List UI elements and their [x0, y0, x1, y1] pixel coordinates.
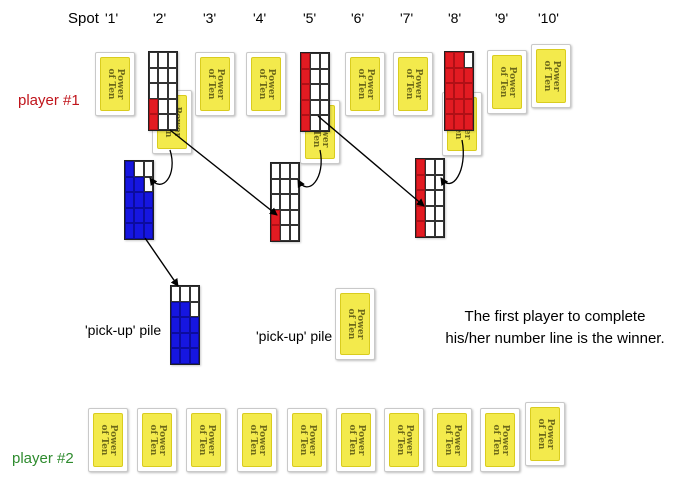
p1-grid-spot-8[interactable] [444, 51, 474, 131]
spot-label-6: '6' [351, 10, 365, 26]
p1-grid-spot-2[interactable] [148, 51, 178, 131]
p2-card-spot-1[interactable]: Power of Ten [88, 408, 128, 472]
arrow-spot2-to-mid [169, 129, 278, 216]
p1-grid-spot-5[interactable] [300, 52, 330, 132]
p1-card-spot-10[interactable]: Power of Ten [531, 44, 571, 108]
arrow-curve-right [440, 139, 464, 187]
p2-card-spot-6[interactable]: Power of Ten [336, 408, 376, 472]
p1-card-spot-6[interactable]: Power of Ten [345, 52, 385, 116]
blue-grid-taken[interactable] [124, 160, 154, 240]
spot-label-5: '5' [303, 10, 317, 26]
spot-label-1: '1' [105, 10, 119, 26]
arrow-blue-to-pickup [144, 237, 179, 287]
pickup-pile-card[interactable]: Power of Ten [335, 288, 375, 360]
spot-label-8: '8' [448, 10, 462, 26]
p2-card-spot-5[interactable]: Power of Ten [287, 408, 327, 472]
p1-card-spot-4[interactable]: Power of Ten [246, 52, 286, 116]
player-1-label: player #1 [18, 92, 80, 109]
player-2-label: player #2 [12, 450, 74, 467]
p1-card-spot-1[interactable]: Power of Ten [95, 52, 135, 116]
p1-card-spot-3[interactable]: Power of Ten [195, 52, 235, 116]
spot-header: Spot [68, 10, 99, 27]
p2-card-spot-2[interactable]: Power of Ten [137, 408, 177, 472]
p2-card-spot-10[interactable]: Power of Ten [525, 402, 565, 466]
pickup-pile-blue-grid[interactable] [170, 285, 200, 365]
p1-card-spot-7[interactable]: Power of Ten [393, 52, 433, 116]
pickup-pile-label-left: 'pick-up' pile [85, 322, 162, 338]
p2-card-spot-4[interactable]: Power of Ten [237, 408, 277, 472]
p2-card-spot-9[interactable]: Power of Ten [480, 408, 520, 472]
arrow-curve-mid [297, 149, 322, 189]
winner-message: The first player to complete his/her num… [445, 308, 665, 347]
spot-label-3: '3' [203, 10, 217, 26]
p1-card-spot-9[interactable]: Power of Ten [487, 50, 527, 114]
pickup-pile-label-right: 'pick-up' pile [256, 328, 333, 344]
red-grid-moved-right[interactable] [415, 158, 445, 238]
spot-label-2: '2' [153, 10, 167, 26]
p2-card-spot-3[interactable]: Power of Ten [186, 408, 226, 472]
p2-card-spot-8[interactable]: Power of Ten [432, 408, 472, 472]
spot-label-4: '4' [253, 10, 267, 26]
p2-card-spot-7[interactable]: Power of Ten [384, 408, 424, 472]
spot-label-7: '7' [400, 10, 414, 26]
spot-label-9: '9' [495, 10, 509, 26]
spot-label-10: '10' [538, 10, 559, 26]
red-grid-moved-mid[interactable] [270, 162, 300, 242]
arrow-curve-blue [149, 149, 173, 187]
arrow-spot5-to-right [317, 115, 425, 207]
